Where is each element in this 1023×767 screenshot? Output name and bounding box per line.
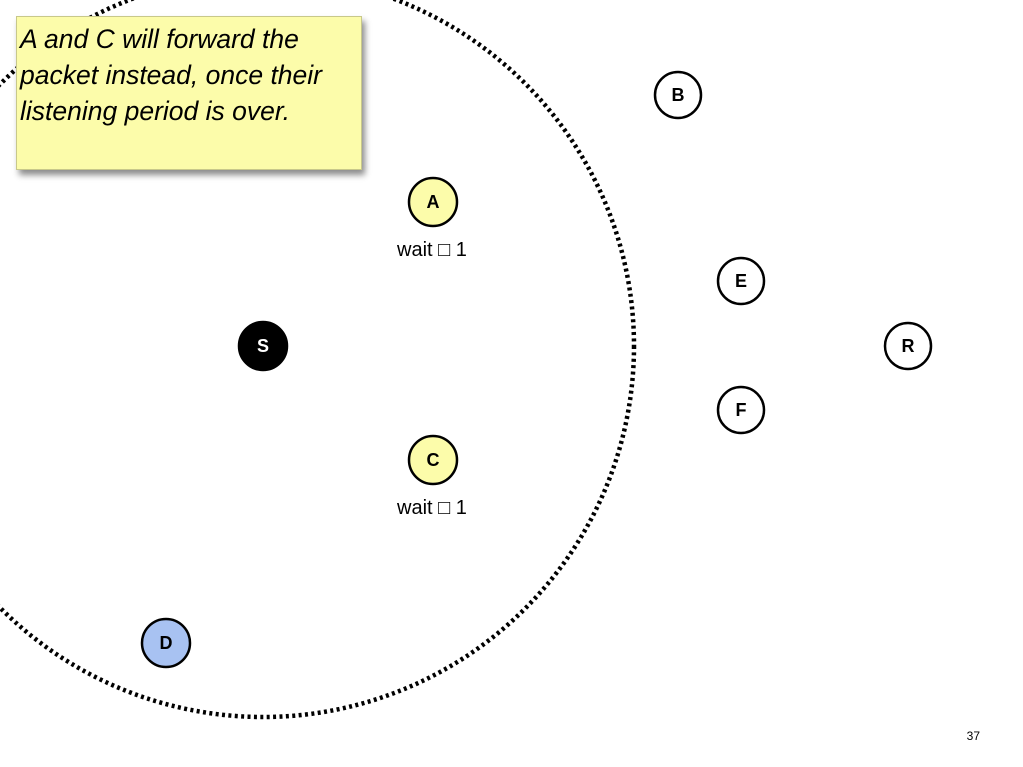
node-a: A	[407, 176, 459, 228]
node-s-label: S	[257, 336, 269, 356]
node-c: C	[407, 434, 459, 486]
node-f: F	[716, 385, 766, 435]
sticky-note: A and C will forward the packet instead,…	[16, 16, 362, 170]
node-a-circle	[407, 176, 459, 228]
node-r-label: R	[902, 336, 915, 356]
node-a-label: A	[427, 192, 440, 212]
node-s-circle	[237, 320, 289, 372]
node-b-circle	[653, 70, 703, 120]
node-f-label: F	[736, 400, 747, 420]
node-c-circle	[407, 434, 459, 486]
node-e-label: E	[735, 271, 747, 291]
node-b-label: B	[672, 85, 685, 105]
wait-label-c: wait □ 1	[396, 497, 467, 519]
node-r: R	[883, 321, 933, 371]
page-number: 37	[966, 729, 980, 743]
node-s: S	[237, 320, 289, 372]
node-b: B	[653, 70, 703, 120]
node-d: D	[140, 617, 192, 669]
note-text: A and C will forward the packet instead,…	[20, 24, 322, 126]
wait-label-a: wait □ 1	[396, 239, 467, 261]
node-e: E	[716, 256, 766, 306]
node-f-circle	[716, 385, 766, 435]
node-c-label: C	[427, 450, 440, 470]
node-e-circle	[716, 256, 766, 306]
node-d-label: D	[160, 633, 173, 653]
range-circle	[0, 0, 637, 720]
node-d-circle	[140, 617, 192, 669]
node-r-circle	[883, 321, 933, 371]
